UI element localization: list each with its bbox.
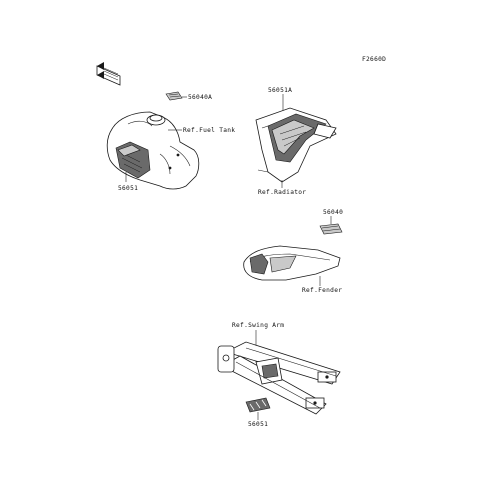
fuel-tank xyxy=(106,111,200,190)
decal-56051-swing-arm[interactable] xyxy=(245,397,271,413)
rear-fender xyxy=(243,245,341,281)
part-number-56040[interactable]: 56040 xyxy=(323,209,343,216)
ref-fuel-tank-label[interactable]: Ref.Fuel Tank xyxy=(183,127,235,134)
decal-56040[interactable] xyxy=(319,223,343,235)
part-number-56051A[interactable]: 56051A xyxy=(268,87,292,94)
ref-radiator-label[interactable]: Ref.Radiator xyxy=(258,189,306,196)
part-number-56051-arm[interactable]: 56051 xyxy=(248,421,268,428)
swing-arm xyxy=(217,341,341,415)
front-arrow-icon xyxy=(96,62,121,86)
decal-56040A[interactable] xyxy=(165,91,183,101)
ref-fender-label[interactable]: Ref.Fender xyxy=(302,287,342,294)
radiator-shroud xyxy=(255,107,337,183)
part-number-56051-tank[interactable]: 56051 xyxy=(118,185,138,192)
ref-swing-arm-label[interactable]: Ref.Swing Arm xyxy=(232,322,284,329)
part-number-56040A[interactable]: 56040A xyxy=(188,94,212,101)
figure-code: F2660D xyxy=(362,56,386,63)
